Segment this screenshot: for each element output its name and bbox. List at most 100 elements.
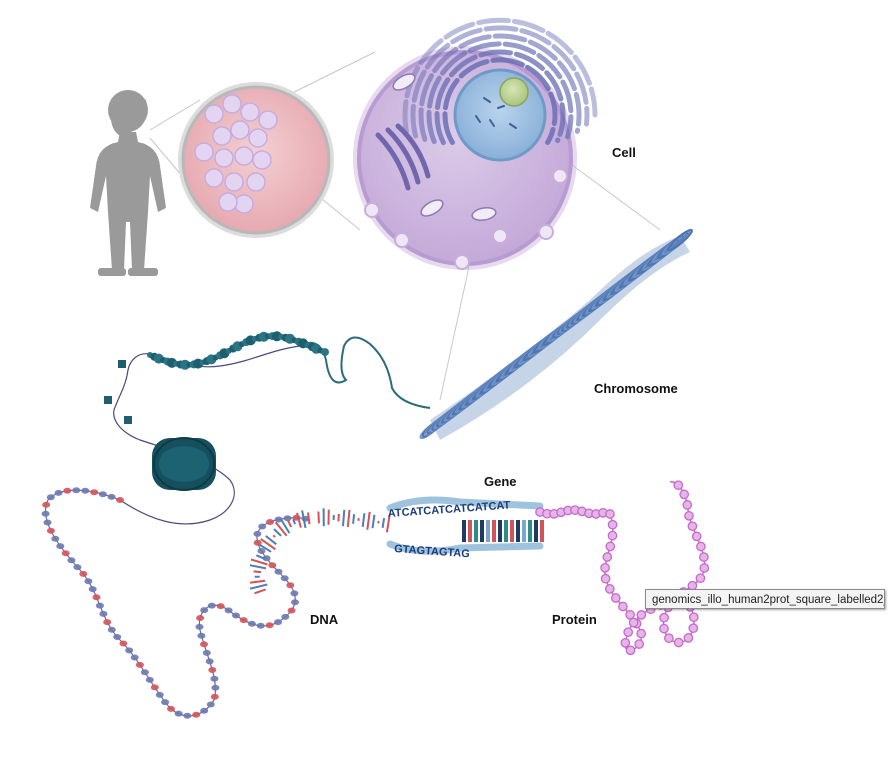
- helix-rung: [373, 515, 375, 528]
- dna-bead: [281, 614, 289, 620]
- membrane-vesicle: [493, 229, 507, 243]
- gene-ladder-icon: ATCATCATCATCATCAT GTAGTAGTAG: [387, 499, 544, 560]
- dna-bead: [183, 713, 191, 719]
- dna-bead: [290, 590, 298, 596]
- gene-base-pair: [540, 520, 544, 542]
- tissue-cell: [249, 129, 267, 147]
- gene-base-pair: [498, 520, 502, 542]
- dna-bead: [146, 677, 154, 683]
- dna-bead: [196, 615, 204, 621]
- helix-rung: [255, 589, 266, 593]
- gene-base-pair: [480, 520, 484, 542]
- dna-bead: [79, 571, 87, 577]
- dna-bead: [47, 528, 55, 534]
- dna-bead: [208, 603, 216, 609]
- amino-acid: [696, 574, 704, 582]
- gene-base-pair: [474, 520, 478, 542]
- helix-rung: [318, 512, 319, 524]
- gene-base-pair: [510, 520, 514, 542]
- membrane-vesicle: [455, 255, 469, 269]
- dna-bead: [96, 603, 104, 609]
- dna-bead: [200, 641, 208, 647]
- gene-base-pair: [468, 520, 472, 542]
- amino-acid: [621, 639, 629, 647]
- cell-label: Cell: [612, 145, 636, 160]
- tissue-cell: [235, 147, 253, 165]
- amino-acid: [635, 640, 643, 648]
- amino-acid: [660, 624, 668, 632]
- dna-bead: [286, 582, 294, 588]
- dna-bead: [175, 711, 183, 717]
- amino-acid: [606, 542, 614, 550]
- amino-acid: [683, 501, 691, 509]
- tissue-cell: [205, 105, 223, 123]
- dna-bead: [257, 623, 265, 629]
- helix-rung: [250, 585, 267, 589]
- dna-bead: [90, 489, 98, 495]
- amino-acid: [612, 594, 620, 602]
- amino-acid: [675, 638, 683, 646]
- amino-acid: [680, 490, 688, 498]
- dna-bead: [266, 622, 274, 628]
- dna-bead: [288, 608, 296, 614]
- helix-axis: [257, 517, 390, 596]
- dna-bead: [217, 603, 225, 609]
- dna-bead: [125, 647, 133, 653]
- amino-acid: [624, 628, 632, 636]
- helix-rung: [353, 514, 354, 524]
- dna-bead: [207, 702, 215, 708]
- dna-bead: [51, 536, 59, 542]
- amino-acid: [697, 542, 705, 550]
- gene-label: Gene: [484, 474, 517, 489]
- nucleosome-icon: [152, 438, 216, 490]
- dna-bead: [253, 531, 261, 537]
- amino-acid: [660, 614, 668, 622]
- dna-bead: [210, 676, 218, 682]
- chromosome-label: Chromosome: [594, 381, 678, 396]
- helix-rung: [308, 513, 310, 525]
- dna-bead: [232, 613, 240, 619]
- helix-rung: [343, 510, 344, 526]
- helix-rung: [274, 529, 281, 536]
- dna-bead: [200, 607, 208, 613]
- dna-bead: [63, 488, 71, 494]
- tissue-cell: [219, 193, 237, 211]
- helix-rung: [338, 514, 339, 522]
- amino-acid: [688, 522, 696, 530]
- gene-base-pair: [462, 520, 466, 542]
- dna-bead: [281, 575, 289, 581]
- dna-label: DNA: [310, 612, 338, 627]
- tissue-cell: [241, 103, 259, 121]
- dna-bead: [73, 564, 81, 570]
- dna-bead: [55, 490, 63, 496]
- helix-rung: [273, 535, 275, 537]
- dna-bead: [151, 684, 159, 690]
- dna-bead: [206, 658, 214, 664]
- amino-acid: [606, 585, 614, 593]
- amino-acid: [700, 553, 708, 561]
- gene-base-pair: [534, 520, 538, 542]
- helix-rung: [367, 512, 369, 530]
- gene-base-pair: [486, 520, 490, 542]
- tissue-magnifier-icon: [178, 82, 334, 238]
- dna-bead: [72, 487, 80, 493]
- image-filename-tooltip: genomics_illo_human2prot_square_labelled…: [645, 589, 885, 609]
- chromatin-fiber-icon: [104, 331, 430, 524]
- helix-rung: [250, 565, 266, 568]
- helix-rung: [262, 552, 264, 553]
- tissue-cell: [213, 127, 231, 145]
- amino-acid: [637, 629, 645, 637]
- tissue-cell: [247, 173, 265, 191]
- dna-bead: [275, 569, 283, 575]
- tissue-cell: [195, 143, 213, 161]
- dna-bead: [291, 599, 299, 605]
- tissue-cell: [215, 149, 233, 167]
- dna-bead: [141, 669, 149, 675]
- gene-base-pair: [528, 520, 532, 542]
- amino-acid: [626, 646, 634, 654]
- protein-chain-icon: [536, 481, 709, 655]
- dna-bead: [192, 712, 200, 718]
- membrane-vesicle: [553, 169, 567, 183]
- dna-bead: [248, 621, 256, 627]
